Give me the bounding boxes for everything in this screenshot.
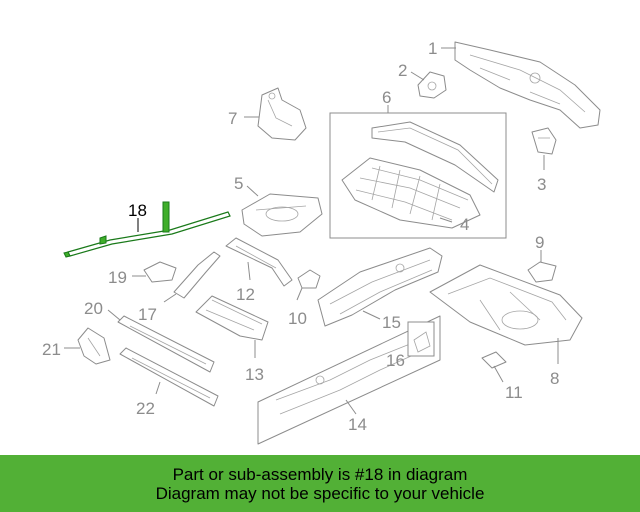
leader-20: [107, 309, 121, 321]
callout-11[interactable]: 11: [505, 383, 523, 402]
callout-3[interactable]: 3: [537, 175, 546, 194]
callout-16[interactable]: 16: [386, 351, 405, 370]
banner-line-2: Diagram may not be specific to your vehi…: [155, 483, 485, 503]
callout-15[interactable]: 15: [382, 313, 401, 332]
callout-10[interactable]: 10: [288, 309, 307, 328]
callout-13[interactable]: 13: [245, 365, 264, 384]
callout-18[interactable]: 18: [128, 201, 147, 220]
callout-12[interactable]: 12: [236, 285, 255, 304]
parts-diagram: 1 2 3 6 4 7 5: [42, 39, 601, 445]
part-11-plate[interactable]: [481, 351, 507, 369]
callout-9[interactable]: 9: [535, 233, 544, 252]
callout-17[interactable]: 17: [138, 305, 157, 324]
part-3-bracket[interactable]: [531, 127, 557, 155]
part-5-floor-pan[interactable]: [241, 193, 323, 237]
part-18-rail-highlighted[interactable]: [63, 201, 231, 258]
part-14-panel[interactable]: [257, 315, 441, 445]
part-17-bracket[interactable]: [173, 251, 221, 299]
part-9-clip[interactable]: [527, 261, 557, 283]
callout-22[interactable]: 22: [136, 399, 155, 418]
leader-17: [163, 293, 177, 303]
part-22-rail[interactable]: [119, 347, 219, 407]
leader-10: [296, 287, 303, 301]
part-19-bracket[interactable]: [143, 261, 177, 283]
info-banner: Part or sub-assembly is #18 in diagram D…: [0, 455, 640, 512]
part-2-bracket[interactable]: [417, 71, 447, 99]
leader-5: [246, 185, 259, 197]
part-6-assembly-box[interactable]: [329, 112, 507, 239]
callout-20[interactable]: 20: [84, 299, 103, 318]
leader-11: [493, 365, 504, 383]
part-7-bracket[interactable]: [257, 87, 307, 141]
part-13-crossmember[interactable]: [195, 295, 269, 341]
part-10-bracket[interactable]: [297, 269, 321, 289]
callout-21[interactable]: 21: [42, 340, 61, 359]
leader-22: [155, 381, 161, 395]
callout-8[interactable]: 8: [550, 369, 559, 388]
callout-14[interactable]: 14: [348, 415, 367, 434]
leader-2: [410, 71, 425, 81]
callout-7[interactable]: 7: [228, 109, 237, 128]
callout-4[interactable]: 4: [460, 215, 469, 234]
leader-12: [247, 261, 251, 281]
part-8-rear-floor[interactable]: [429, 264, 583, 346]
part-1-rear-panel[interactable]: [454, 41, 601, 129]
leader-4: [439, 217, 453, 223]
part-12-reinforcement[interactable]: [225, 237, 293, 287]
part-21-bracket[interactable]: [77, 327, 111, 365]
callout-1[interactable]: 1: [428, 39, 437, 58]
callout-6[interactable]: 6: [382, 88, 391, 107]
callout-19[interactable]: 19: [108, 268, 127, 287]
part-20-rail[interactable]: [117, 315, 215, 373]
banner-line-1: Part or sub-assembly is #18 in diagram: [172, 464, 468, 484]
part-15-side-member[interactable]: [317, 247, 443, 327]
callout-2[interactable]: 2: [398, 61, 407, 80]
callout-5[interactable]: 5: [234, 174, 243, 193]
leader-14: [345, 399, 357, 415]
leader-15: [362, 310, 381, 320]
